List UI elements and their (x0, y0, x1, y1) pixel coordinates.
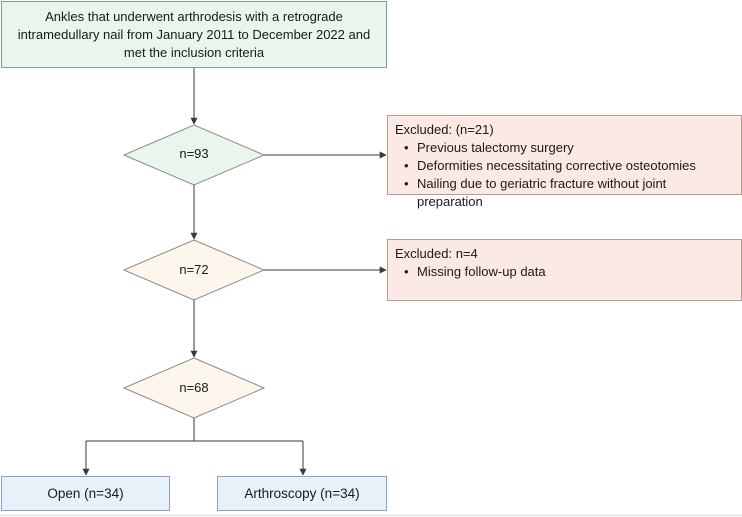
exclusion-box-1: Excluded: (n=21) Previous talectomy surg… (387, 115, 742, 209)
list-item: Missing follow-up data (395, 263, 733, 281)
list-item: Previous talectomy surgery (395, 139, 733, 157)
exclusion-title: Excluded: n=4 (395, 246, 478, 261)
split-connector (86, 418, 303, 442)
outcome-label-open: Open (n=34) (47, 485, 124, 501)
outcome-box-open: Open (n=34) (1, 476, 170, 511)
decision-label-3: n=68 (179, 380, 209, 395)
list-item: Nailing due to geriatric fracture withou… (395, 175, 733, 211)
start-box-text: Ankles that underwent arthrodesis with a… (17, 8, 371, 60)
outcome-box-arthroscopy: Arthroscopy (n=34) (217, 476, 387, 511)
exclusion-list: Missing follow-up data (395, 263, 733, 281)
exclusion-title: Excluded: (n=21) (395, 122, 494, 137)
outcome-label-arthroscopy: Arthroscopy (n=34) (244, 485, 360, 501)
decision-label-1: n=93 (179, 146, 209, 161)
exclusion-list: Previous talectomy surgery Deformities n… (395, 139, 733, 211)
decision-label-2: n=72 (179, 262, 209, 277)
start-box: Ankles that underwent arthrodesis with a… (1, 1, 387, 68)
list-item: Deformities necessitating corrective ost… (395, 157, 733, 175)
exclusion-box-2: Excluded: n=4 Missing follow-up data (387, 239, 742, 301)
